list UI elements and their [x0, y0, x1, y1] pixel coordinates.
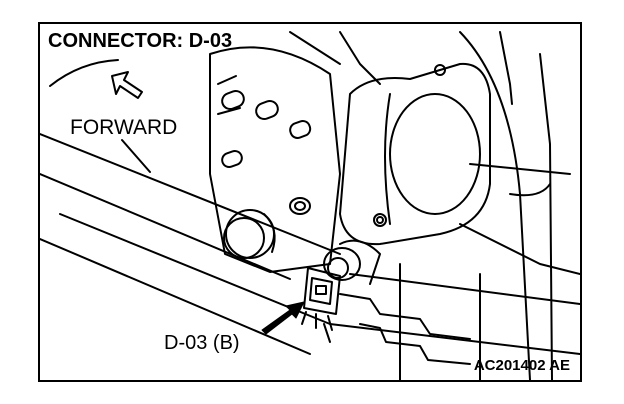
connector-pointer-arrow-icon — [261, 301, 305, 335]
forward-leader-line — [121, 139, 151, 173]
motor-shaft — [323, 239, 381, 285]
forward-arc — [49, 59, 119, 87]
connector-callout-label: D-03 (B) — [164, 332, 240, 354]
motor-housing — [339, 62, 491, 246]
connector-d03 — [301, 267, 341, 343]
forward-direction-label: FORWARD — [70, 116, 178, 139]
bracket-plate — [209, 46, 341, 273]
forward-arrow-icon — [111, 71, 143, 99]
figure-code: AC201402 AE — [473, 357, 570, 374]
seat-connector-illustration — [40, 31, 580, 380]
diagram-title: CONNECTOR: D-03 — [48, 30, 233, 52]
seat-frame — [289, 31, 580, 380]
adjuster-knob — [223, 209, 276, 259]
diagram-frame: CONNECTOR: D-03 FORWARD D-03 (B) AC20140… — [38, 22, 582, 382]
seat-rails — [40, 133, 580, 380]
